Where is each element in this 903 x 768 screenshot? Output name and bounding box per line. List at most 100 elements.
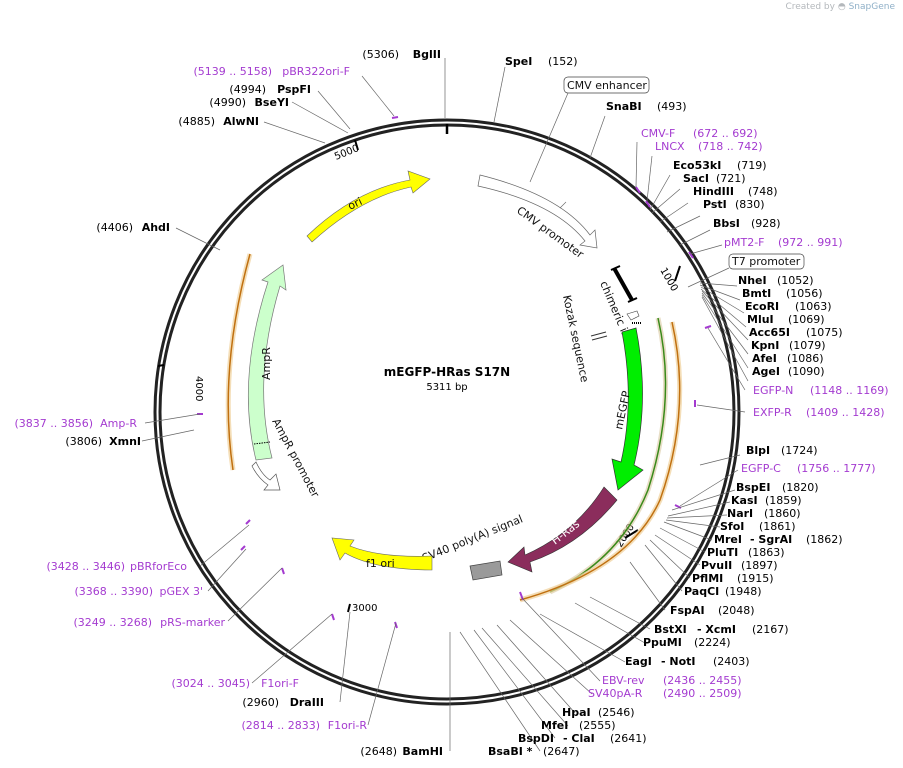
kasi-pos: (1859) <box>765 494 802 507</box>
saci-name: SacI <box>683 172 709 185</box>
snapgene-logo-icon: ◓ <box>837 2 846 12</box>
saci-pos: (721) <box>716 172 746 185</box>
pluti-pos: (1863) <box>748 546 785 559</box>
eco53ki-name: Eco53kI <box>673 159 721 172</box>
pbrforeco-pos: (3428 .. 3446) <box>46 560 125 573</box>
paqci-pos: (1948) <box>725 585 762 598</box>
egfpn-pos: (1148 .. 1169) <box>810 384 889 397</box>
prs-name: pRS-marker <box>160 616 225 629</box>
pbr322-name: pBR322ori-F <box>282 65 350 78</box>
blpi-pos: (1724) <box>781 444 818 457</box>
ppumi-name: PpuMI <box>643 636 682 649</box>
bstxi-name: BstXI <box>654 623 687 636</box>
bbsi-name: BbsI <box>713 217 740 230</box>
credit-brand: SnapGene <box>848 2 895 12</box>
plasmid-name: mEGFP-HRas S17N <box>384 365 510 379</box>
snapgene-credit: Created by ◓ SnapGene <box>785 2 895 12</box>
hpai-pos: (2546) <box>598 706 635 719</box>
f1orir-pos: (2814 .. 2833) <box>241 719 320 732</box>
bglii-pos: (5306) <box>362 48 399 61</box>
pflmi-pos: (1915) <box>737 572 774 585</box>
kasi-name: KasI <box>731 494 758 507</box>
sfoi-name: SfoI <box>720 520 744 533</box>
kpni-name: KpnI <box>751 339 779 352</box>
bamhi-name: BamHI <box>402 745 443 758</box>
bspdi-pos: (2641) <box>610 732 647 745</box>
sfoi-pos: (1861) <box>759 520 796 533</box>
agei-pos: (1090) <box>788 365 825 378</box>
sv40-label: SV40 poly(A) signal <box>420 512 524 564</box>
mfei-pos: (2555) <box>579 719 616 732</box>
nhei-pos: (1052) <box>777 274 814 287</box>
hindiii-name: HindIII <box>693 185 734 198</box>
backbone-inner-strand <box>158 123 736 701</box>
snabi-name: SnaBI <box>606 100 642 113</box>
leader-lines <box>141 58 749 752</box>
hpai-name: HpaI <box>562 706 591 719</box>
hindiii-pos: (748) <box>748 185 778 198</box>
pgex-pos: (3368 .. 3390) <box>74 585 153 598</box>
acc65i-pos: (1075) <box>806 326 843 339</box>
egfpc-name: EGFP-C <box>741 462 781 475</box>
paqci-name: PaqCI <box>684 585 719 598</box>
acc65i-name: Acc65I <box>749 326 790 339</box>
psti-pos: (830) <box>735 198 765 211</box>
mlui-pos: (1069) <box>788 313 825 326</box>
nari-pos: (1860) <box>764 507 801 520</box>
tick-4000-mark <box>157 364 165 367</box>
blpi-name: BlpI <box>746 444 770 457</box>
nari-name: NarI <box>727 507 753 520</box>
cmv-enhancer-box <box>563 76 650 94</box>
bglii-name: BglII <box>413 48 441 61</box>
pspfi-name: PspFI <box>277 83 311 96</box>
snabi-pos: (493) <box>657 100 687 113</box>
cmvf-pos: (672 .. 692) <box>693 127 758 140</box>
tick-1000-mark <box>674 265 681 282</box>
cmv-enhancer-label: CMV enhancer <box>567 79 647 92</box>
ecori-name: EcoRI <box>745 300 779 313</box>
cmv-promoter-arrow <box>477 174 598 249</box>
t7-promoter-label: T7 promoter <box>731 255 801 268</box>
ampr-promoter-arrow <box>251 461 281 491</box>
mfei-name: MfeI <box>541 719 568 732</box>
t7-promoter-box <box>728 253 805 270</box>
pvuii-name: PvuII <box>701 559 732 572</box>
bstxi-pos: (2167) <box>752 623 789 636</box>
bseyi-name: BseYI <box>255 96 289 109</box>
pbrforeco-name: pBRforEco <box>130 560 187 573</box>
f1-ori-arrow <box>331 537 433 571</box>
nhei-name: NheI <box>738 274 767 287</box>
mrei-pos: (1862) <box>806 533 843 546</box>
bmti-pos: (1056) <box>786 287 823 300</box>
mrei-name: MreI <box>714 533 742 546</box>
ahdi-pos: (4406) <box>96 221 133 234</box>
bsabi-name: BsaBI * <box>488 745 533 758</box>
ecori-pos: (1063) <box>795 300 832 313</box>
bsabi-pos: (2647) <box>543 745 580 758</box>
bseyi-pos: (4990) <box>209 96 246 109</box>
scale-ticks <box>157 139 681 613</box>
tick-2000-mark <box>624 529 639 539</box>
afei-name: AfeI <box>752 352 777 365</box>
ori-arrow <box>306 170 431 243</box>
f1orir-name: F1ori-R <box>328 719 368 732</box>
ori-label: ori <box>346 195 364 213</box>
spei-name: SpeI <box>505 55 532 68</box>
afei-pos: (1086) <box>787 352 824 365</box>
egfpc-pos: (1756 .. 1777) <box>797 462 876 475</box>
backbone-outer-strand <box>153 118 741 706</box>
bmti-name: BmtI <box>742 287 771 300</box>
tick-5000-mark <box>354 139 359 151</box>
f1-ori-label: f1 ori <box>366 557 395 570</box>
pvuii-pos: (1897) <box>741 559 778 572</box>
draiii-pos: (2960) <box>242 696 279 709</box>
exfpr-pos: (1409 .. 1428) <box>806 406 885 419</box>
ebvrev-name: EBV-rev <box>602 674 645 687</box>
sv40-box <box>469 560 503 581</box>
tick-3000-label: 3000 <box>352 603 377 614</box>
alwni-pos: (4885) <box>178 115 215 128</box>
ppumi-pos: (2224) <box>694 636 731 649</box>
eagi-pos: (2403) <box>713 655 750 668</box>
pspfi-pos: (4994) <box>229 83 266 96</box>
